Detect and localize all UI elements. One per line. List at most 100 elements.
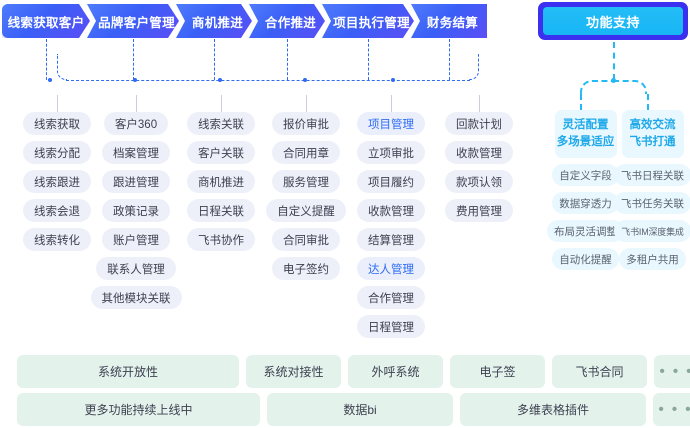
connector-node-5	[391, 78, 395, 82]
feature-pill-label: 政策记录	[113, 205, 159, 218]
feature-pill[interactable]: 跟进管理	[102, 170, 170, 193]
feature-pill[interactable]: 款项认领	[445, 170, 513, 193]
bottom-feature-box[interactable]: 外呼系统	[348, 355, 443, 388]
feature-pill[interactable]: 日程管理	[357, 315, 425, 338]
feature-pill[interactable]: 回款计划	[445, 112, 513, 135]
feature-pill-label: 合作管理	[368, 292, 414, 305]
bottom-feature-box[interactable]: 更多功能持续上线中	[17, 393, 260, 426]
stage-tab-1[interactable]: 线索获取客户	[2, 4, 90, 38]
support-group-title-line1: 灵活配置	[562, 119, 609, 132]
bottom-feature-label: 外呼系统	[371, 365, 420, 379]
bottom-feature-label: 电子签	[479, 365, 516, 379]
feature-pill-label: 报价审批	[283, 118, 329, 131]
stage-tab-4[interactable]: 合作推进	[249, 4, 325, 38]
feature-pill-label: 跟进管理	[113, 176, 159, 189]
feature-pill[interactable]: 线索获取	[23, 112, 91, 135]
support-riser-right	[647, 94, 649, 110]
feature-pill-label: 费用管理	[456, 205, 502, 218]
bottom-feature-box[interactable]: 多维表格插件	[460, 393, 646, 426]
feature-pill[interactable]: 收款管理	[445, 141, 513, 164]
feature-pill[interactable]: 合作管理	[357, 286, 425, 309]
support-pill[interactable]: 飞书IM深度集成	[614, 220, 690, 242]
feature-pill[interactable]: 线索跟进	[23, 170, 91, 193]
feature-pill[interactable]: 立项审批	[357, 141, 425, 164]
feature-pill-label: 联系人管理	[107, 263, 165, 276]
bottom-more-button[interactable]: • • •	[653, 393, 690, 426]
support-group-header[interactable]: 高效交流飞书打通	[621, 110, 684, 158]
bottom-feature-box[interactable]: 飞书合同	[552, 355, 647, 388]
bottom-feature-box[interactable]: 系统对接性	[246, 355, 341, 388]
stage-tab-label: 品牌客户管理	[98, 15, 175, 30]
feature-pill-label: 款项认领	[456, 176, 502, 189]
bottom-feature-box[interactable]: 系统开放性	[17, 355, 239, 388]
support-group-title-line1: 高效交流	[629, 119, 676, 132]
bottom-more-button[interactable]: • • •	[654, 355, 690, 388]
feature-pill-label: 线索关联	[198, 118, 244, 131]
support-riser-left	[580, 94, 582, 110]
feature-pill[interactable]: 线索分配	[23, 141, 91, 164]
feature-pill[interactable]: 收款管理	[357, 199, 425, 222]
stage-tab-6[interactable]: 财务结算	[411, 4, 487, 38]
bottom-feature-box[interactable]: 电子签	[450, 355, 545, 388]
bottom-feature-label: 数据bi	[343, 403, 377, 417]
feature-pill[interactable]: 费用管理	[445, 199, 513, 222]
feature-pill[interactable]: 自定义提醒	[266, 199, 346, 222]
feature-pill[interactable]: 日程关联	[187, 199, 255, 222]
connector-elbow-left	[57, 54, 67, 80]
feature-pill[interactable]: 线索会退	[23, 199, 91, 222]
feature-pill-label: 线索分配	[34, 147, 80, 160]
support-pill-label: 自动化提醒	[559, 253, 612, 266]
support-pill[interactable]: 布局灵活调整	[547, 220, 624, 242]
support-connector-trunk	[613, 42, 615, 80]
support-group-header[interactable]: 灵活配置多场景适应	[554, 110, 617, 158]
feature-pill[interactable]: 联系人管理	[96, 257, 176, 280]
bottom-feature-label: 更多功能持续上线中	[84, 403, 193, 417]
stage-tab-3[interactable]: 商机推进	[176, 4, 252, 38]
support-pill[interactable]: 飞书任务关联	[614, 192, 690, 214]
connector-stub-3	[221, 95, 223, 112]
feature-pill-label: 线索跟进	[34, 176, 80, 189]
feature-pill[interactable]: 项目履约	[357, 170, 425, 193]
stage-tab-2[interactable]: 品牌客户管理	[87, 4, 179, 38]
support-pill[interactable]: 飞书日程关联	[614, 164, 690, 186]
feature-pill[interactable]: 客户关联	[187, 141, 255, 164]
connector-stub-4	[306, 95, 308, 112]
bottom-feature-box[interactable]: 数据bi	[267, 393, 453, 426]
support-pill-label: 多租户共用	[626, 253, 679, 266]
stage-tab-label: 财务结算	[426, 15, 479, 30]
feature-pill[interactable]: 达人管理	[357, 257, 425, 280]
connector-node-1	[48, 78, 52, 82]
feature-pill-label: 结算管理	[368, 234, 414, 247]
connector-stub-5	[391, 95, 393, 112]
support-pill[interactable]: 自定义字段	[552, 164, 619, 186]
support-pill-label: 飞书日程关联	[621, 169, 684, 182]
support-pill[interactable]: 多租户共用	[619, 248, 686, 270]
support-button[interactable]: 功能支持	[543, 7, 683, 35]
feature-pill[interactable]: 结算管理	[357, 228, 425, 251]
feature-pill[interactable]: 账户管理	[102, 228, 170, 251]
support-pill[interactable]: 自动化提醒	[552, 248, 619, 270]
feature-pill[interactable]: 飞书协作	[187, 228, 255, 251]
feature-pill[interactable]: 合同审批	[272, 228, 340, 251]
connector-elbow-right	[469, 54, 479, 80]
feature-pill[interactable]: 服务管理	[272, 170, 340, 193]
support-pill-label: 数据穿透力	[559, 197, 612, 210]
stage-tab-5[interactable]: 项目执行管理	[322, 4, 414, 38]
feature-pill-label: 项目管理	[368, 118, 414, 131]
feature-pill[interactable]: 档案管理	[102, 141, 170, 164]
support-pill[interactable]: 数据穿透力	[552, 192, 619, 214]
feature-pill[interactable]: 报价审批	[272, 112, 340, 135]
feature-pill[interactable]: 商机推进	[187, 170, 255, 193]
feature-pill[interactable]: 电子签约	[272, 257, 340, 280]
feature-pill-label: 线索转化	[34, 234, 80, 247]
feature-pill[interactable]: 其他模块关联	[90, 286, 182, 309]
feature-pill[interactable]: 合同用章	[272, 141, 340, 164]
feature-pill[interactable]: 项目管理	[357, 112, 425, 135]
connector-bus-horizontal	[66, 80, 470, 81]
feature-pill[interactable]: 客户360	[103, 112, 169, 135]
feature-pill[interactable]: 线索转化	[23, 228, 91, 251]
feature-pill[interactable]: 线索关联	[187, 112, 255, 135]
connector-riser-2	[133, 39, 134, 80]
feature-pill[interactable]: 政策记录	[102, 199, 170, 222]
